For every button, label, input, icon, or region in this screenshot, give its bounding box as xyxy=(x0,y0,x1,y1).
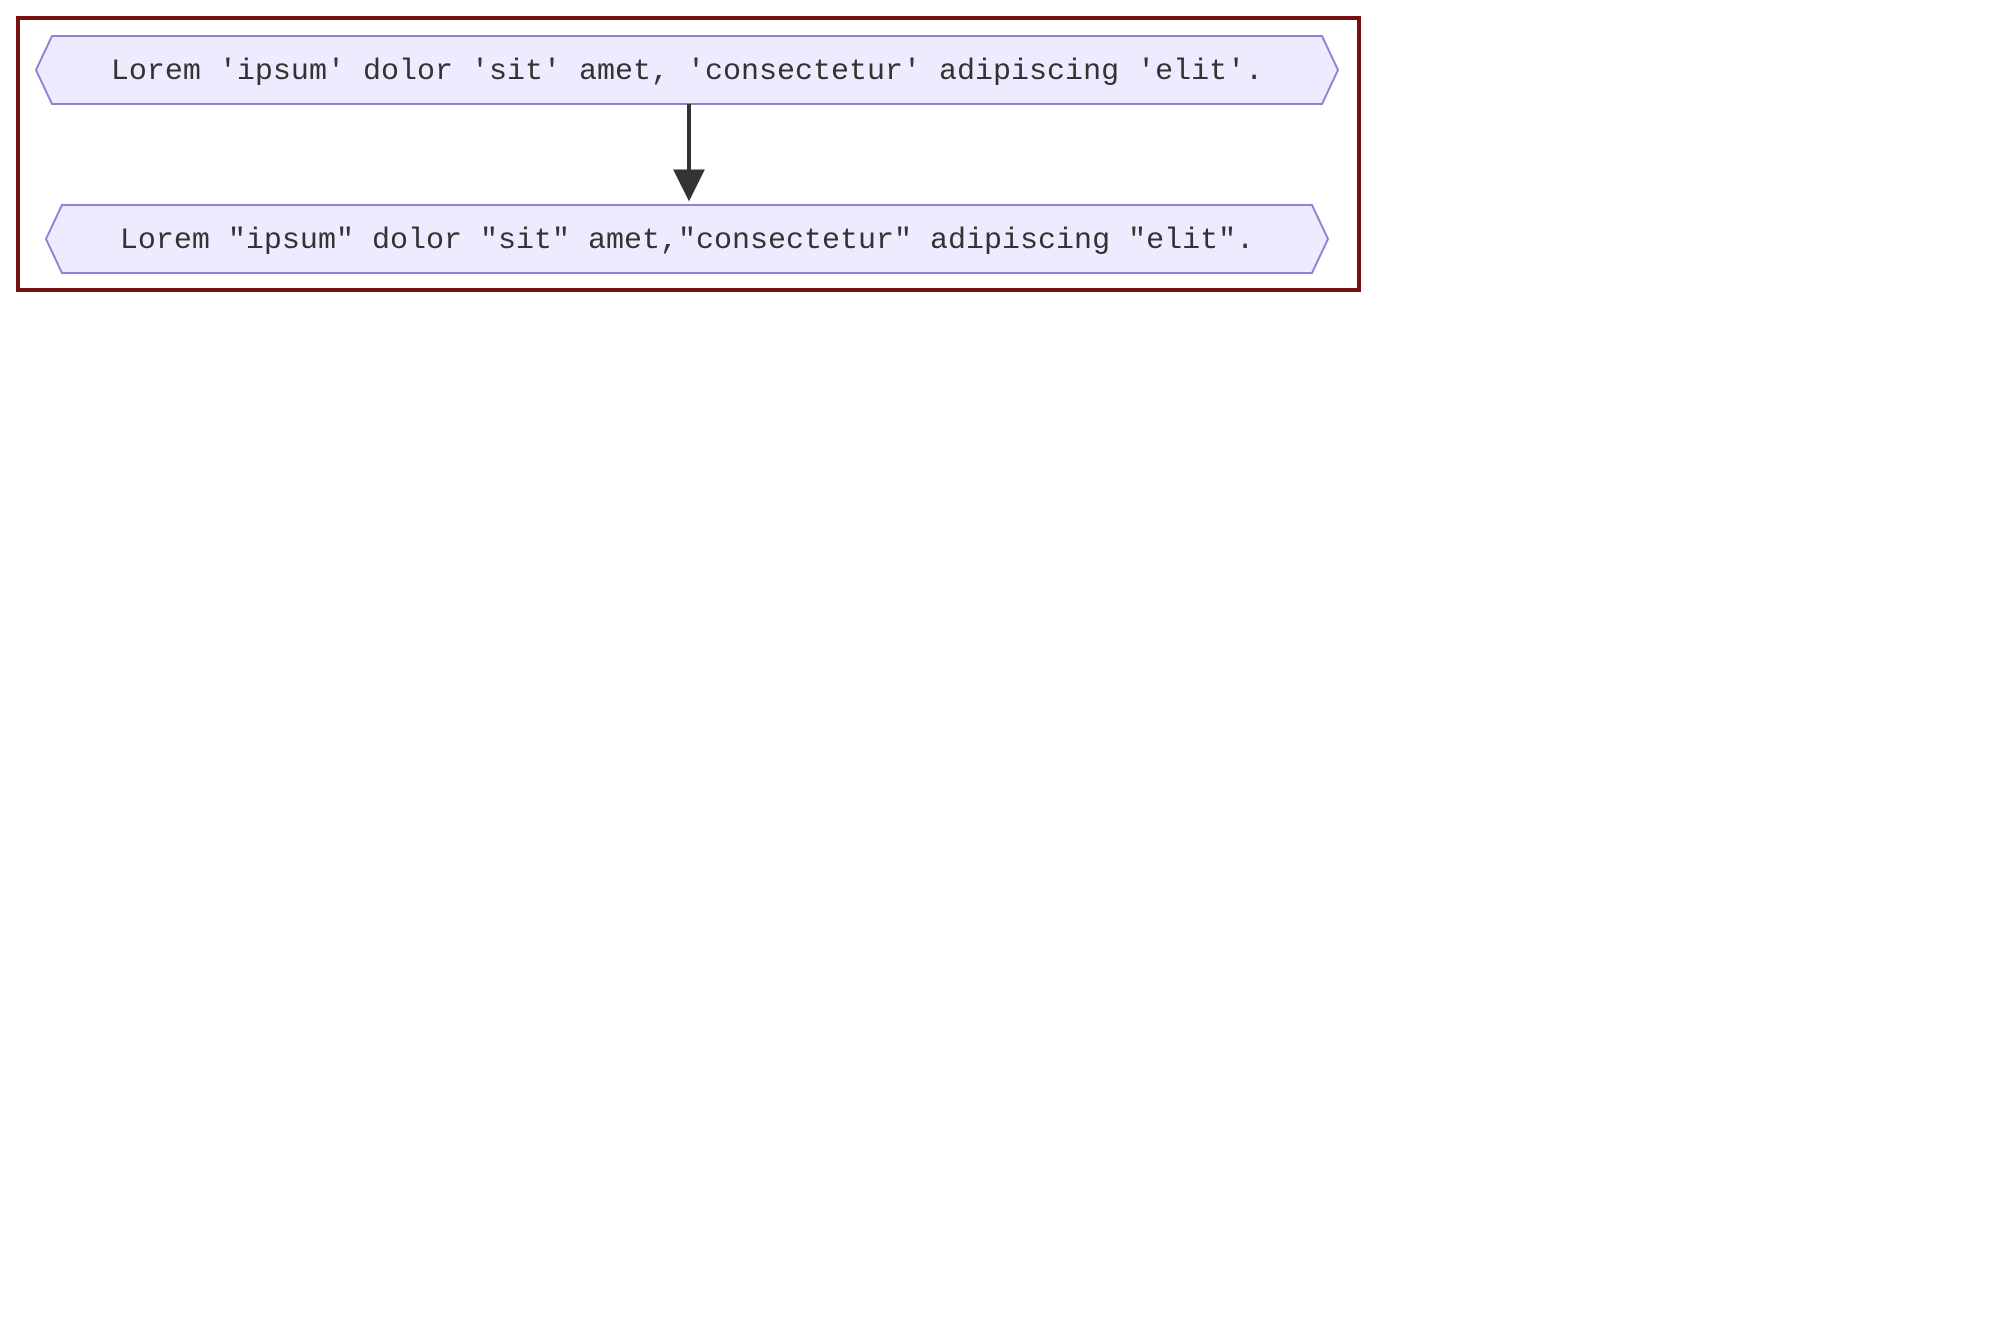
node-2-label: Lorem "ipsum" dolor "sit" amet,"consecte… xyxy=(120,224,1254,258)
node-1[interactable]: Lorem 'ipsum' dolor 'sit' amet, 'consect… xyxy=(34,35,1340,105)
node-1-shape xyxy=(34,35,1340,105)
node-2[interactable]: Lorem "ipsum" dolor "sit" amet,"consecte… xyxy=(44,204,1330,274)
node-2-shape xyxy=(44,204,1330,274)
node-1-label: Lorem 'ipsum' dolor 'sit' amet, 'consect… xyxy=(111,55,1263,89)
